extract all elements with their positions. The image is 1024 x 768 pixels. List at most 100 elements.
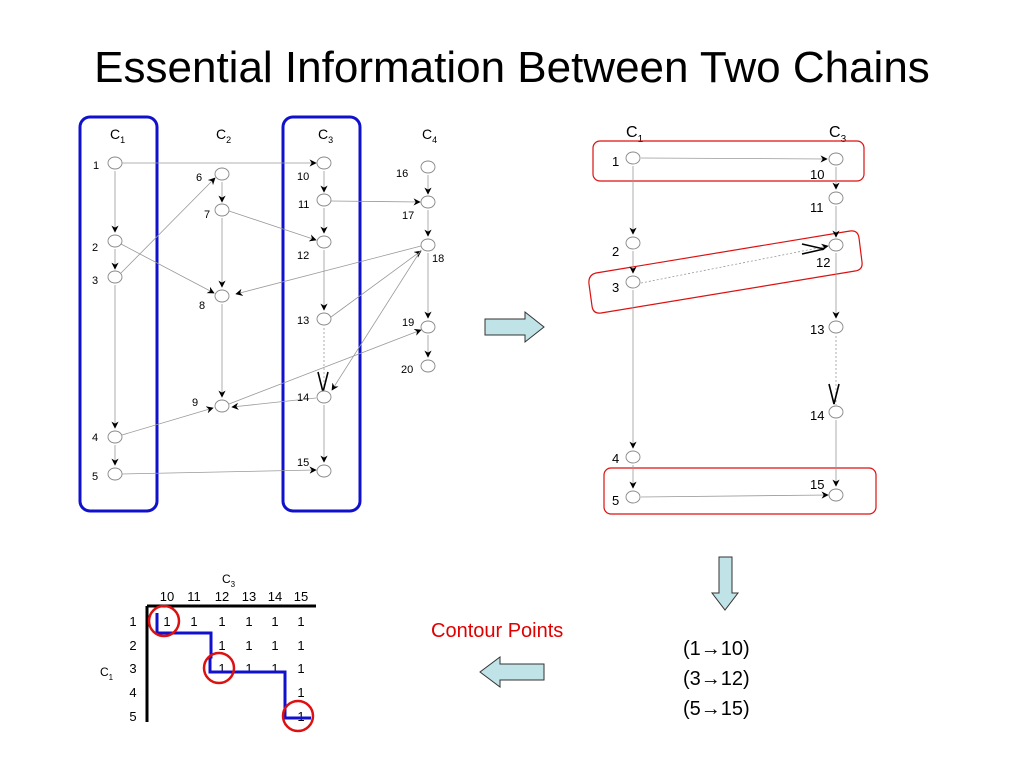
matrix-col-header: 10	[160, 589, 174, 604]
node-label: 20	[401, 364, 413, 376]
pair-boxes	[588, 140, 877, 515]
node-11	[316, 193, 332, 207]
node-label: 18	[432, 253, 444, 265]
chain-label-c4: C4	[422, 126, 437, 145]
matrix-cell: 1	[163, 614, 170, 629]
contour-point-circle	[147, 604, 181, 638]
node-13	[828, 320, 844, 334]
node-14	[828, 405, 844, 419]
node-9	[214, 399, 230, 413]
node-label: 8	[199, 300, 205, 312]
chain-label-c1: C1	[110, 126, 125, 145]
right-node-labels: 1 2 3 4 5 10 11 12 13 14 15	[612, 154, 830, 508]
node-12	[316, 235, 332, 249]
node-12	[828, 238, 844, 252]
node-label: 14	[297, 392, 309, 404]
edge	[228, 210, 317, 242]
left-arrow-icon	[479, 656, 545, 688]
node-15	[828, 488, 844, 502]
node-label: 3	[612, 280, 619, 295]
node-label: 13	[810, 322, 824, 337]
greater-than-glyph	[801, 243, 825, 255]
left-edges	[111, 159, 432, 475]
chain-label-c3: C3	[829, 124, 847, 145]
edge	[231, 397, 317, 410]
node-label: 10	[297, 171, 309, 183]
right-nodes	[625, 151, 844, 504]
node-label: 9	[192, 397, 198, 409]
edge	[120, 243, 215, 294]
node-8	[214, 289, 230, 303]
less-than-glyph	[828, 383, 840, 405]
chain-label-c1: C1	[626, 124, 644, 145]
edge	[228, 328, 422, 405]
pair-box-3-12	[588, 230, 863, 314]
chain-box-c1	[78, 115, 159, 513]
node-label: 2	[612, 244, 619, 259]
node-7	[214, 203, 230, 217]
node-19	[420, 320, 436, 334]
node-label: 19	[402, 317, 414, 329]
node-label: 17	[402, 210, 414, 222]
node-label: 15	[297, 457, 309, 469]
node-3	[625, 275, 641, 289]
matrix-col-header: 11	[187, 589, 201, 604]
node-10	[828, 152, 844, 166]
matrix-col-header: 15	[294, 589, 308, 604]
page-title: Essential Information Between Two Chains	[94, 43, 930, 92]
edge	[330, 250, 422, 318]
edge	[640, 491, 829, 499]
matrix-cell: 1	[245, 638, 252, 653]
edge	[331, 249, 422, 391]
node-5	[625, 490, 641, 504]
matrix-cell: 1	[297, 614, 304, 629]
pair-text: (1→10)	[683, 638, 750, 660]
matrix-cell: 1	[190, 614, 197, 629]
matrix-row-header: 1	[129, 614, 136, 629]
right-graph: C1 C3	[588, 124, 877, 515]
chain-label-c2: C2	[216, 126, 231, 145]
pair-text: (3→12)	[683, 668, 750, 690]
matrix-cell: 1	[297, 685, 304, 700]
edge	[120, 177, 216, 274]
node-label: 4	[92, 432, 98, 444]
matrix-col-headers: 10 11 12 13 14 15	[160, 589, 308, 604]
node-17	[420, 195, 436, 209]
matrix-cell: 1	[218, 638, 225, 653]
edge	[330, 198, 421, 206]
chain-box-c3	[281, 115, 362, 513]
matrix-row-header: 2	[129, 638, 136, 653]
node-11	[828, 191, 844, 205]
node-label: 15	[810, 477, 824, 492]
matrix-cell: 1	[218, 661, 225, 676]
node-16	[420, 160, 436, 174]
matrix-row-chain-label: C1	[100, 665, 114, 682]
node-20	[420, 359, 436, 373]
matrix-cell: 1	[297, 661, 304, 676]
node-label: 7	[204, 209, 210, 221]
edge	[640, 155, 828, 163]
pair-text: (5→15)	[683, 698, 750, 720]
edge	[235, 245, 422, 296]
chain-label-c3: C3	[318, 126, 333, 145]
node-label: 5	[612, 493, 619, 508]
node-18	[420, 238, 436, 252]
node-10	[316, 156, 332, 170]
node-4	[107, 430, 123, 444]
pair-box-5-15	[603, 467, 877, 515]
node-15	[316, 464, 332, 478]
matrix-cell: 1	[245, 661, 252, 676]
matrix-row-header: 5	[129, 709, 136, 724]
left-nodes	[107, 156, 436, 481]
node-label: 4	[612, 451, 619, 466]
contour-point-circle	[202, 651, 236, 685]
node-6	[214, 167, 230, 181]
node-3	[107, 270, 123, 284]
down-arrow-icon	[710, 556, 740, 611]
left-chain-labels: C1 C2 C3 C4	[110, 126, 437, 145]
left-node-labels: 1 2 3 4 5 6 7 8 9 10 11 12 13 14 15 16 1…	[92, 160, 444, 483]
edge	[121, 466, 317, 475]
matrix-cell: 1	[271, 638, 278, 653]
node-13	[316, 312, 332, 326]
